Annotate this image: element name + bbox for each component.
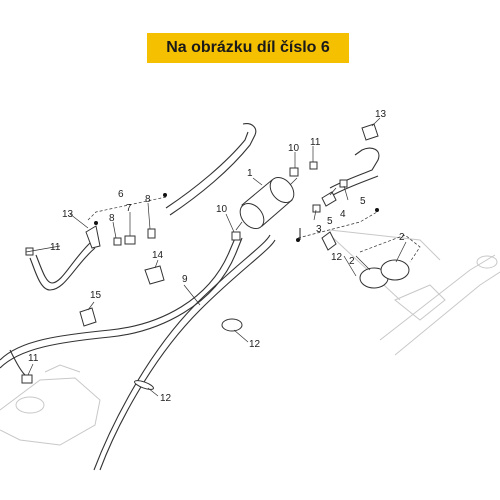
callout-10-a: 10 [288, 143, 300, 154]
callout-1: 1 [247, 168, 253, 179]
hose-top-left [169, 123, 257, 216]
hose-long-diagonal [99, 239, 276, 471]
dot-6a [94, 221, 98, 225]
clamp-10-mid [231, 231, 241, 241]
callout-11-a: 11 [310, 137, 321, 148]
clip-15 [79, 307, 97, 327]
dot-4a [296, 238, 300, 242]
clamp-8b [147, 228, 156, 239]
hose-9-outer [0, 235, 237, 361]
banner-title: Na obrázku díl číslo 6 [166, 39, 330, 56]
callout-14: 14 [152, 250, 164, 261]
callout-8-b: 8 [145, 194, 151, 205]
bracket-4 [297, 211, 378, 239]
bracket-2 [359, 234, 421, 263]
callout-7: 7 [126, 203, 132, 214]
hose-9-inner [0, 237, 243, 369]
callout-12-a: 12 [331, 252, 343, 263]
callout-4: 4 [340, 209, 346, 220]
title-banner: Na obrázku díl číslo 6 [147, 33, 349, 63]
leader-lines [25, 117, 407, 397]
hose-left-lower-inner [35, 241, 92, 284]
clamp-5b [339, 179, 348, 188]
callout-5-a: 5 [327, 216, 333, 227]
dot-4b [375, 208, 379, 212]
strap-2b [380, 259, 410, 281]
hose-right-top-inner [332, 175, 379, 196]
clamp-10-top [289, 167, 299, 177]
callout-6: 6 [118, 189, 124, 200]
hose-left-lower [29, 247, 96, 291]
hose-right-top [329, 147, 380, 189]
callout-2-a: 2 [399, 232, 405, 243]
valve-4 [321, 191, 337, 207]
clamp-8a [113, 237, 122, 246]
callout-5-b: 5 [360, 196, 366, 207]
callout-9: 9 [182, 274, 188, 285]
hose-long-diagonal-inner [93, 234, 271, 471]
ring-3 [321, 231, 337, 251]
bracket-14 [144, 265, 165, 285]
dot-6b [163, 193, 167, 197]
clamp-5a [312, 204, 321, 213]
bracket-6 [87, 196, 167, 221]
callout-2-b: 2 [349, 256, 355, 267]
fuel-filter [235, 176, 298, 231]
clamp-7 [124, 235, 136, 245]
callout-3: 3 [316, 224, 322, 235]
fitting-13-top [361, 123, 379, 141]
callout-13-a: 13 [375, 109, 387, 120]
clamp-11-low [21, 374, 33, 384]
callout-12-b: 12 [249, 339, 261, 350]
band-12-mid [221, 318, 243, 332]
hose-left-11 [9, 349, 26, 376]
fitting-13-left [85, 225, 101, 249]
callout-8-a: 8 [109, 213, 115, 224]
clamp-11-top [309, 161, 318, 170]
band-12-low [134, 380, 154, 390]
callout-11-b: 11 [50, 242, 61, 253]
callout-11-c: 11 [28, 353, 39, 364]
callout-13-b: 13 [62, 209, 74, 220]
callout-15: 15 [90, 290, 102, 301]
callout-10-b: 10 [216, 204, 228, 215]
hose-top-left-inner [165, 131, 249, 209]
callout-12-c: 12 [160, 393, 172, 404]
background-frame-outline [0, 229, 500, 446]
